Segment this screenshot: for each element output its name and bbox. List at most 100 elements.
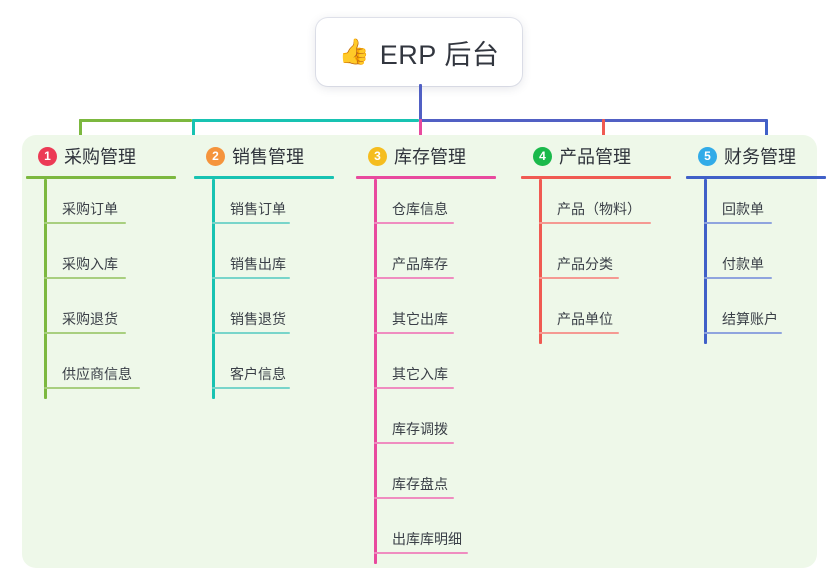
column-header-finance[interactable]: 5 财务管理 — [686, 143, 826, 169]
leaf-label: 库存调拨 — [392, 421, 448, 437]
leaf-item[interactable]: 库存盘点 — [356, 454, 496, 509]
column-rule-inventory — [356, 176, 496, 179]
leaf-rule — [374, 497, 454, 499]
leaf-item[interactable]: 销售退货 — [194, 289, 334, 344]
leaf-item[interactable]: 产品分类 — [521, 234, 671, 289]
leaf-item[interactable]: 采购订单 — [26, 179, 176, 234]
column-finance: 5 财务管理回款单付款单结算账户 — [686, 143, 826, 344]
column-title-sales: 销售管理 — [232, 147, 304, 167]
leaf-rule — [212, 277, 290, 279]
leaf-rule — [374, 222, 454, 224]
column-header-sales[interactable]: 2 销售管理 — [194, 143, 334, 169]
leaf-item[interactable]: 其它出库 — [356, 289, 496, 344]
segment-green — [79, 119, 192, 122]
leaf-rule — [374, 277, 454, 279]
leaf-label: 采购退货 — [62, 311, 118, 327]
leaf-rule — [539, 222, 651, 224]
leaf-item[interactable]: 出库库明细 — [356, 509, 496, 564]
column-sales: 2 销售管理销售订单销售出库销售退货客户信息 — [194, 143, 334, 399]
leaf-rule — [374, 552, 468, 554]
leaf-list-finance: 回款单付款单结算账户 — [686, 179, 826, 344]
leaf-label: 采购入库 — [62, 256, 118, 272]
leaf-item[interactable]: 库存调拨 — [356, 399, 496, 454]
leaf-item[interactable]: 采购退货 — [26, 289, 176, 344]
leaf-label: 其它出库 — [392, 311, 448, 327]
leaf-item[interactable]: 结算账户 — [686, 289, 826, 344]
leaf-rule — [374, 442, 454, 444]
root-stem — [419, 84, 422, 122]
thumbs-up-icon: 👍 — [338, 37, 370, 66]
leaf-label: 销售订单 — [230, 201, 286, 217]
leaf-spine-sales — [212, 179, 215, 399]
leaf-label: 产品分类 — [557, 256, 613, 272]
column-header-product[interactable]: 4 产品管理 — [521, 143, 671, 169]
leaf-item[interactable]: 销售出库 — [194, 234, 334, 289]
column-title-finance: 财务管理 — [724, 147, 796, 167]
leaf-item[interactable]: 产品库存 — [356, 234, 496, 289]
leaf-rule — [212, 222, 290, 224]
leaf-rule — [704, 332, 782, 334]
leaf-rule — [44, 387, 140, 389]
leaf-label: 供应商信息 — [62, 366, 132, 382]
leaf-rule — [374, 332, 454, 334]
leaf-spine-product — [539, 179, 542, 344]
leaf-item[interactable]: 销售订单 — [194, 179, 334, 234]
leaf-label: 销售退货 — [230, 311, 286, 327]
leaf-rule — [44, 277, 126, 279]
leaf-label: 产品（物料） — [557, 201, 641, 217]
leaf-item[interactable]: 客户信息 — [194, 344, 334, 399]
leaf-rule — [704, 222, 772, 224]
leaf-label: 出库库明细 — [392, 531, 462, 547]
drop-purchasing — [79, 119, 82, 145]
leaf-rule — [539, 332, 619, 334]
leaf-rule — [539, 277, 619, 279]
badge-number-sales: 2 — [206, 146, 225, 166]
leaf-label: 销售出库 — [230, 256, 286, 272]
leaf-label: 库存盘点 — [392, 476, 448, 492]
drop-inventory — [419, 119, 422, 145]
leaf-list-inventory: 仓库信息产品库存其它出库其它入库库存调拨库存盘点出库库明细 — [356, 179, 496, 564]
leaf-item[interactable]: 采购入库 — [26, 234, 176, 289]
drop-product — [602, 119, 605, 145]
leaf-rule — [44, 222, 126, 224]
leaf-list-sales: 销售订单销售出库销售退货客户信息 — [194, 179, 334, 399]
leaf-item[interactable]: 产品单位 — [521, 289, 671, 344]
column-header-purchasing[interactable]: 1 采购管理 — [26, 143, 176, 169]
column-title-product: 产品管理 — [559, 147, 631, 167]
leaf-list-product: 产品（物料） 产品分类产品单位 — [521, 179, 671, 344]
segment-blue — [419, 119, 767, 122]
column-title-inventory: 库存管理 — [394, 147, 466, 167]
leaf-label: 付款单 — [722, 256, 764, 272]
leaf-label: 产品单位 — [557, 311, 613, 327]
leaf-label: 客户信息 — [230, 366, 286, 382]
root-title: ERP 后台 — [379, 39, 500, 70]
leaf-label: 仓库信息 — [392, 201, 448, 217]
badge-number-purchasing: 1 — [38, 146, 57, 166]
leaf-label: 回款单 — [722, 201, 764, 217]
badge-number-finance: 5 — [698, 146, 717, 166]
leaf-label: 产品库存 — [392, 256, 448, 272]
leaf-rule — [44, 332, 126, 334]
leaf-rule — [374, 387, 454, 389]
leaf-item[interactable]: 供应商信息 — [26, 344, 176, 399]
leaf-rule — [704, 277, 772, 279]
column-purchasing: 1 采购管理采购订单采购入库采购退货供应商信息 — [26, 143, 176, 399]
root-node[interactable]: 👍 ERP 后台 — [316, 18, 522, 86]
leaf-label: 结算账户 — [722, 311, 778, 327]
column-title-purchasing: 采购管理 — [64, 147, 136, 167]
column-product: 4 产品管理产品（物料） 产品分类产品单位 — [521, 143, 671, 344]
leaf-item[interactable]: 其它入库 — [356, 344, 496, 399]
column-rule-finance — [686, 176, 826, 179]
leaf-list-purchasing: 采购订单采购入库采购退货供应商信息 — [26, 179, 176, 399]
badge-number-product: 4 — [533, 146, 552, 166]
drop-sales — [192, 119, 195, 145]
leaf-item[interactable]: 产品（物料） — [521, 179, 671, 234]
leaf-item[interactable]: 回款单 — [686, 179, 826, 234]
leaf-item[interactable]: 付款单 — [686, 234, 826, 289]
leaf-spine-inventory — [374, 179, 377, 564]
column-rule-product — [521, 176, 671, 179]
leaf-item[interactable]: 仓库信息 — [356, 179, 496, 234]
